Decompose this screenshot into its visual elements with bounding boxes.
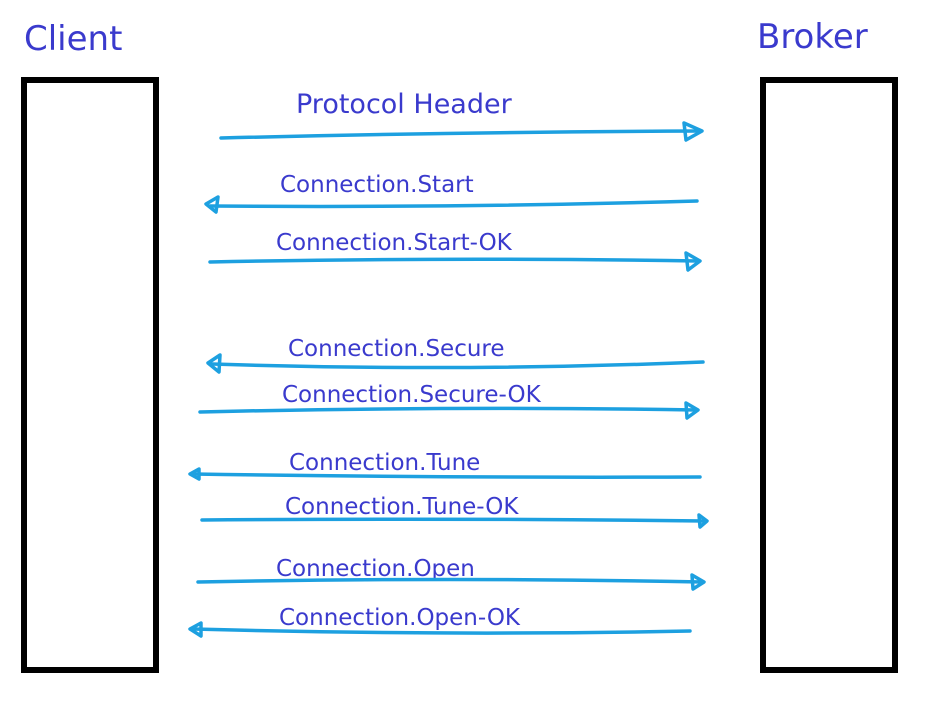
message-label-connection-open: Connection.Open	[276, 556, 475, 582]
arrow-connection-secure-ok	[198, 401, 700, 420]
arrow-connection-open-ok	[188, 621, 692, 638]
message-label-connection-start: Connection.Start	[280, 172, 474, 198]
message-label-protocol-header: Protocol Header	[296, 89, 513, 120]
arrow-connection-tune-ok	[200, 513, 709, 529]
message-label-connection-tune: Connection.Tune	[289, 450, 480, 476]
message-label-connection-secure-ok: Connection.Secure-OK	[282, 382, 542, 408]
message-label-connection-tune-ok: Connection.Tune-OK	[285, 494, 519, 520]
client-label: Client	[24, 19, 122, 59]
arrow-connection-secure	[206, 353, 705, 374]
arrow-protocol-header	[219, 121, 704, 142]
arrow-connection-open	[196, 573, 706, 591]
broker-box	[760, 77, 898, 673]
message-label-connection-open-ok: Connection.Open-OK	[279, 605, 521, 631]
client-box	[21, 77, 159, 673]
message-label-connection-start-ok: Connection.Start-OK	[276, 230, 513, 256]
arrow-connection-start	[204, 195, 699, 214]
message-label-connection-secure: Connection.Secure	[288, 336, 505, 362]
arrow-connection-tune	[188, 467, 702, 481]
broker-label: Broker	[757, 17, 868, 57]
arrow-connection-start-ok	[208, 251, 702, 272]
